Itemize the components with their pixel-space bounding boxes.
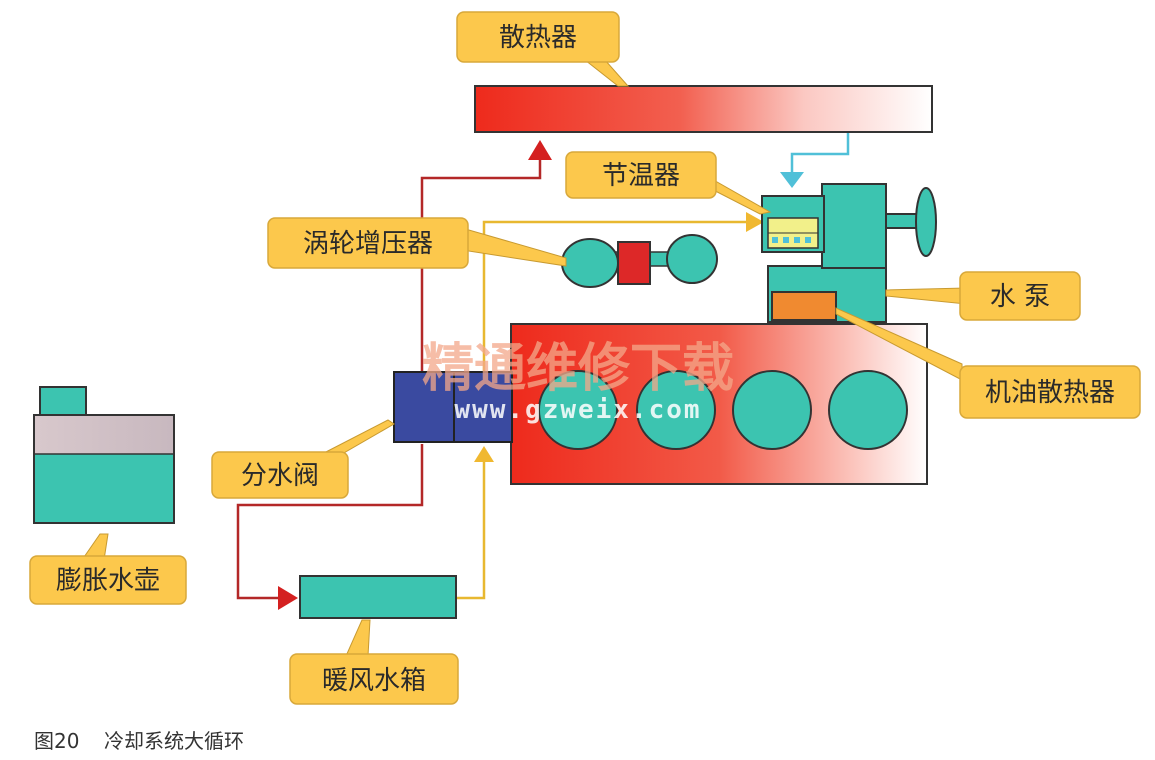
label-diverter-valve: 分水阀 bbox=[241, 461, 319, 491]
arrow-to-heater bbox=[278, 586, 298, 610]
pipe-heater-return bbox=[457, 460, 486, 600]
caption-title: 冷却系统大循环 bbox=[104, 729, 244, 753]
heater-core bbox=[299, 575, 457, 619]
caption-figure-number: 图20 bbox=[34, 729, 79, 753]
expansion-tank-air bbox=[35, 416, 173, 454]
callout-thermostat: 节温器 bbox=[565, 151, 772, 215]
turbo-compressor bbox=[561, 238, 619, 288]
watermark-url: www.gzweix.com bbox=[454, 395, 701, 425]
pipe-to-thermostat bbox=[482, 220, 748, 372]
water-pump-head bbox=[821, 183, 887, 269]
callout-diverter-valve: 分水阀 bbox=[211, 419, 395, 499]
arrow-radiator-return bbox=[780, 172, 804, 188]
engine-cylinder-4 bbox=[828, 370, 908, 450]
expansion-tank-cap bbox=[39, 386, 87, 416]
engine-cylinder-3 bbox=[732, 370, 812, 450]
label-heater-core: 暖风水箱 bbox=[322, 666, 426, 696]
thermostat-dot-1 bbox=[772, 237, 778, 243]
arrow-heater-return bbox=[474, 446, 494, 462]
label-thermostat: 节温器 bbox=[602, 161, 680, 191]
diverter-valve-right bbox=[453, 371, 513, 443]
engine-cylinder-2 bbox=[636, 370, 716, 450]
pipe-to-radiator bbox=[420, 158, 542, 372]
callout-water-pump: 水 泵 bbox=[885, 271, 1081, 321]
watermark-name: 精通维修下载 bbox=[422, 339, 734, 399]
thermostat-dot-4 bbox=[805, 237, 811, 243]
label-water-pump: 水 泵 bbox=[990, 282, 1050, 312]
label-expansion-tank: 膨胀水壶 bbox=[56, 566, 160, 596]
pump-pulley bbox=[915, 187, 937, 257]
radiator bbox=[474, 85, 933, 133]
arrow-to-radiator bbox=[528, 140, 552, 160]
callout-radiator: 散热器 bbox=[456, 11, 630, 87]
oil-cooler bbox=[771, 291, 837, 321]
label-oil-cooler: 机油散热器 bbox=[985, 378, 1115, 408]
engine-cylinder-1 bbox=[538, 370, 618, 450]
thermostat-dot-3 bbox=[794, 237, 800, 243]
callout-oil-cooler: 机油散热器 bbox=[835, 307, 1141, 419]
callout-heater-core: 暖风水箱 bbox=[289, 619, 459, 705]
pipe-to-heater bbox=[236, 444, 424, 600]
thermostat-dot-2 bbox=[783, 237, 789, 243]
turbo-turbine bbox=[666, 234, 718, 284]
pipe-radiator-return bbox=[790, 132, 850, 172]
callout-turbocharger: 涡轮增压器 bbox=[267, 217, 567, 269]
callout-expansion-tank: 膨胀水壶 bbox=[29, 533, 187, 605]
label-radiator: 散热器 bbox=[499, 23, 577, 53]
label-turbocharger: 涡轮增压器 bbox=[303, 229, 433, 259]
turbo-bearing-housing bbox=[617, 241, 651, 285]
arrow-to-thermostat bbox=[746, 212, 764, 232]
